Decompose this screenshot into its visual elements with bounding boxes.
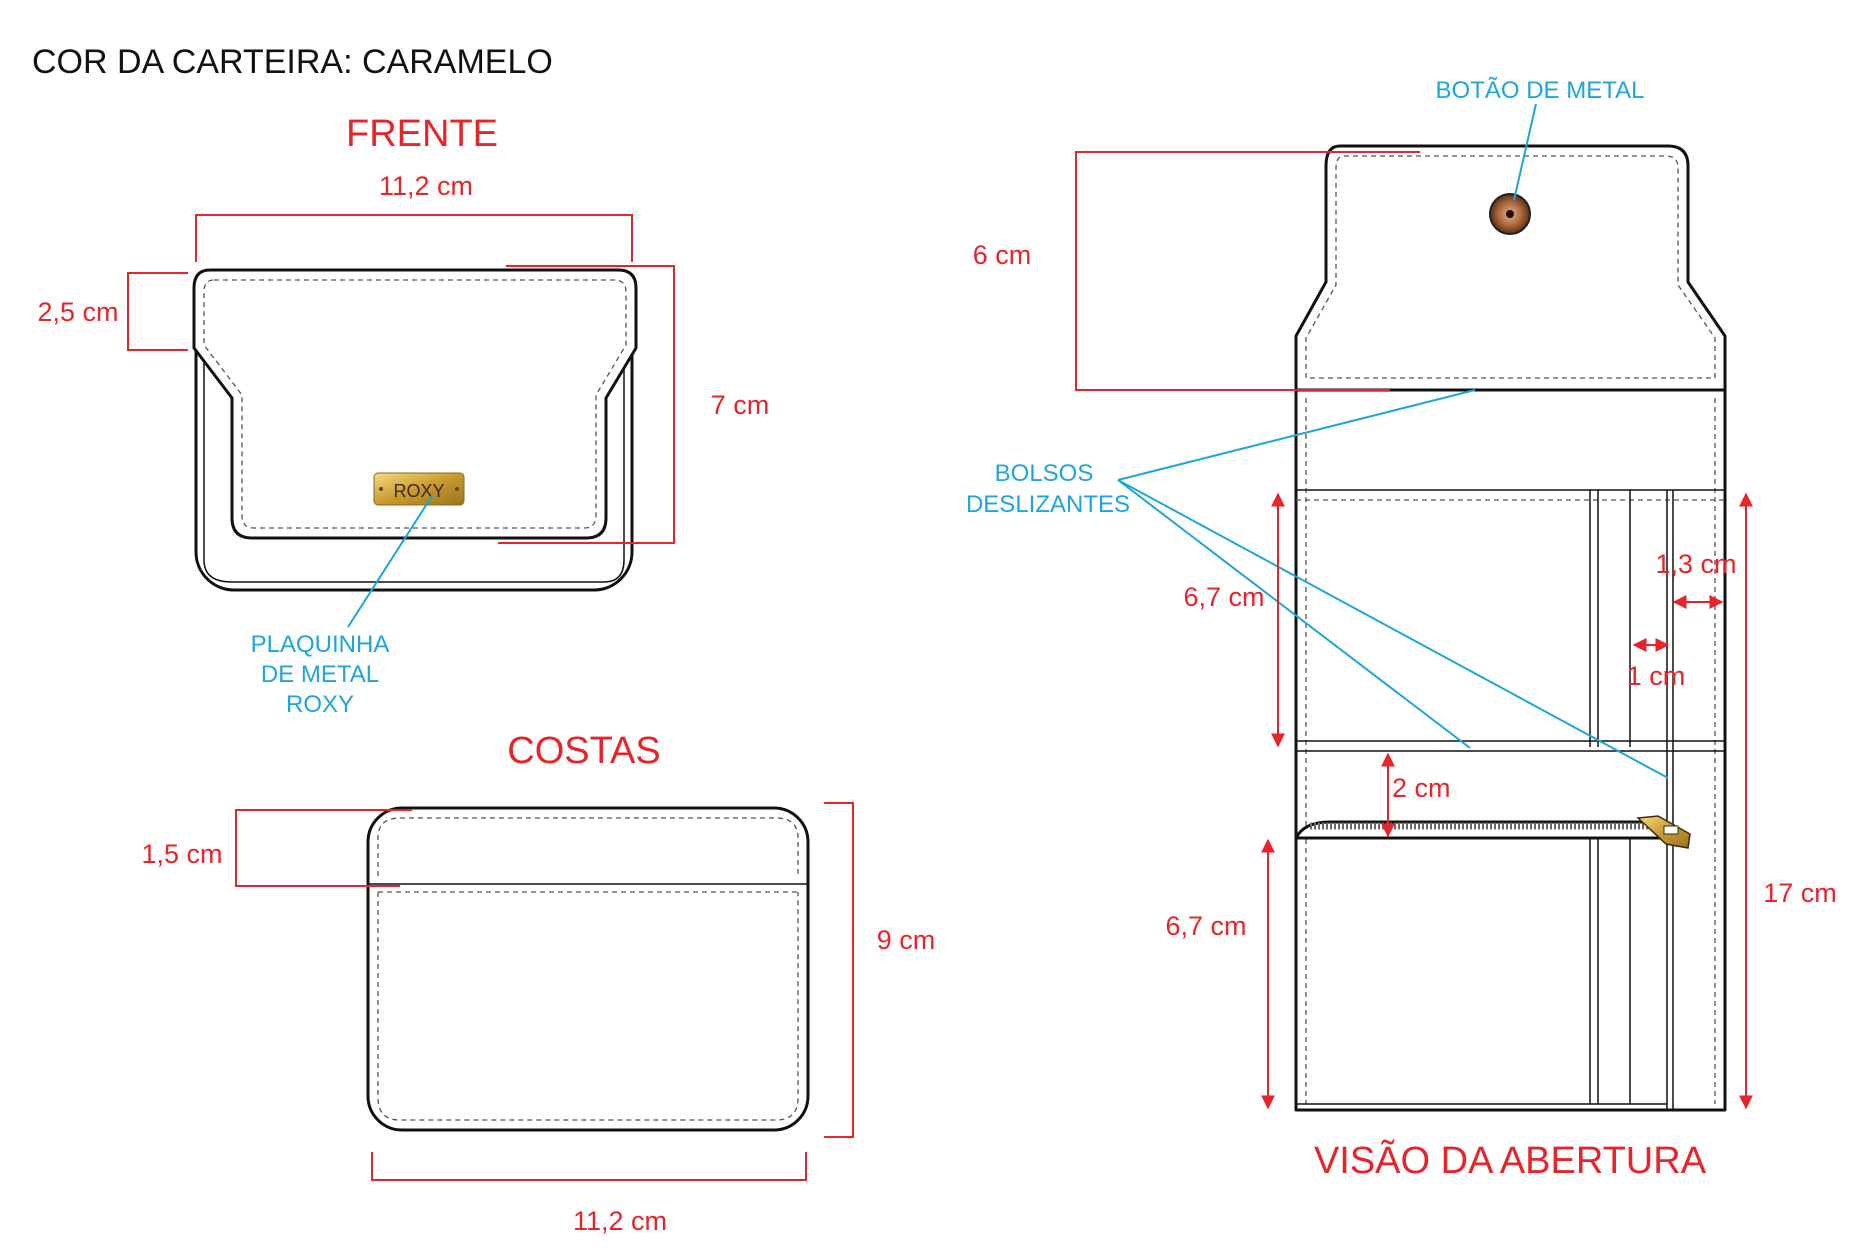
open-flap-height-label: 6 cm [973, 240, 1032, 270]
pockets-label-1: BOLSOS [995, 460, 1094, 487]
pockets-leader-1 [1117, 389, 1476, 481]
back-view: COSTAS 1,5 cm 9 cm 11,2 cm [141, 730, 935, 1236]
lower-section-label: 6,7 cm [1165, 911, 1246, 941]
back-width-label: 11,2 cm [573, 1206, 667, 1236]
plate-label-1: PLAQUINHA [251, 631, 390, 658]
pockets-leader-2 [1117, 479, 1471, 749]
plate-text: ROXY [393, 481, 444, 501]
upper-section-label: 6,7 cm [1183, 582, 1264, 612]
total-height-label: 17 cm [1763, 878, 1837, 908]
back-title: COSTAS [507, 730, 660, 772]
pockets-label-2: DESLIZANTES [966, 491, 1130, 518]
open-view: BOTÃO DE METAL 6 cm BOLS [966, 77, 1837, 1182]
front-width-dimension [195, 214, 633, 262]
open-flap-height-dimension [1075, 151, 1420, 391]
back-height-dimension [824, 802, 854, 1138]
open-flap-stitching [1305, 155, 1716, 379]
front-view: FRENTE ROXY PLAQUINHA DE METAL ROXY 11,2… [37, 113, 769, 718]
back-band-stitching [377, 817, 799, 876]
front-title: FRENTE [346, 113, 498, 155]
back-band-label: 1,5 cm [141, 839, 222, 869]
gap-label: 2 cm [1392, 773, 1451, 803]
front-flap-height-label: 2,5 cm [37, 297, 118, 327]
plate-label-2: DE METAL [261, 661, 379, 688]
slot-outer-label: 1,3 cm [1655, 549, 1736, 579]
button-leader-line [1513, 103, 1537, 201]
back-band-dimension [235, 809, 412, 887]
plate-leader-line [347, 495, 433, 628]
front-height-label: 7 cm [711, 390, 770, 420]
back-width-dimension [371, 1152, 807, 1181]
front-width-label: 11,2 cm [379, 171, 473, 201]
back-body [366, 806, 810, 1132]
front-flap-stitching [203, 279, 627, 529]
open-view-title: VISÃO DA ABERTURA [1314, 1139, 1707, 1182]
front-body-inner-line [203, 290, 625, 583]
pockets-leader-3 [1117, 479, 1669, 779]
back-pocket-stitching [377, 891, 799, 1121]
plate-label-3: ROXY [286, 691, 354, 718]
slot-inner-label: 1 cm [1627, 661, 1686, 691]
metal-plate-icon [373, 472, 465, 506]
back-height-label: 9 cm [877, 925, 936, 955]
front-flap [192, 268, 638, 540]
front-height-dimension [498, 265, 675, 544]
open-body [1294, 388, 1727, 1112]
front-flap-height-dimension [127, 272, 188, 351]
wallet-color-label: COR DA CARTEIRA: CARAMELO [32, 43, 553, 81]
open-flap [1294, 144, 1727, 392]
button-label: BOTÃO DE METAL [1436, 77, 1645, 104]
